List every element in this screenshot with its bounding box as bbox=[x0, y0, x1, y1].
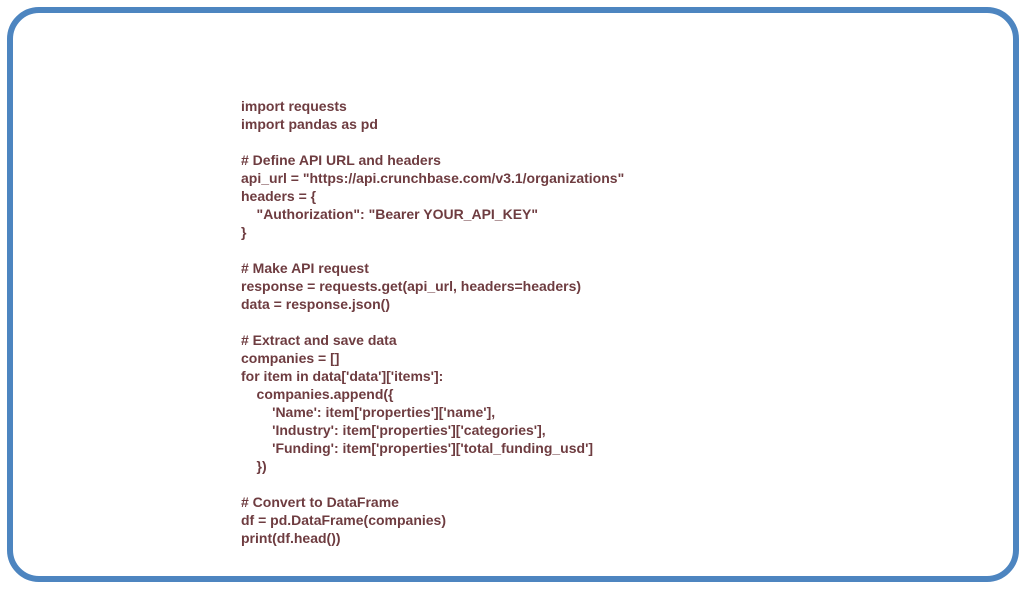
code-line: for item in data['data']['items']: bbox=[241, 368, 444, 384]
code-line-comment: # Convert to DataFrame bbox=[241, 494, 399, 510]
code-line: response = requests.get(api_url, headers… bbox=[241, 278, 582, 294]
code-line bbox=[241, 313, 624, 331]
code-block: import requests import pandas as pd # De… bbox=[241, 97, 624, 547]
code-line: data = response.json() bbox=[241, 296, 390, 312]
code-line: "Authorization": "Bearer YOUR_API_KEY" bbox=[241, 206, 539, 222]
code-line: print(df.head()) bbox=[241, 530, 341, 546]
code-line-comment: # Extract and save data bbox=[241, 332, 397, 348]
code-line: }) bbox=[241, 458, 267, 474]
code-line: 'Funding': item['properties']['total_fun… bbox=[241, 440, 594, 456]
code-line bbox=[241, 475, 624, 493]
code-line-comment: # Define API URL and headers bbox=[241, 152, 441, 168]
code-line bbox=[241, 133, 624, 151]
code-line: df = pd.DataFrame(companies) bbox=[241, 512, 446, 528]
code-line: 'Name': item['properties']['name'], bbox=[241, 404, 496, 420]
code-card: import requests import pandas as pd # De… bbox=[7, 7, 1019, 582]
code-line: companies = [] bbox=[241, 350, 340, 366]
code-line: 'Industry': item['properties']['categori… bbox=[241, 422, 546, 438]
code-line-comment: # Make API request bbox=[241, 260, 369, 276]
code-line bbox=[241, 241, 624, 259]
code-line: companies.append({ bbox=[241, 386, 394, 402]
code-line: import requests bbox=[241, 98, 347, 114]
code-line: import pandas as pd bbox=[241, 116, 378, 132]
code-line: } bbox=[241, 224, 247, 240]
code-line: api_url = "https://api.crunchbase.com/v3… bbox=[241, 170, 625, 186]
code-line: headers = { bbox=[241, 188, 317, 204]
